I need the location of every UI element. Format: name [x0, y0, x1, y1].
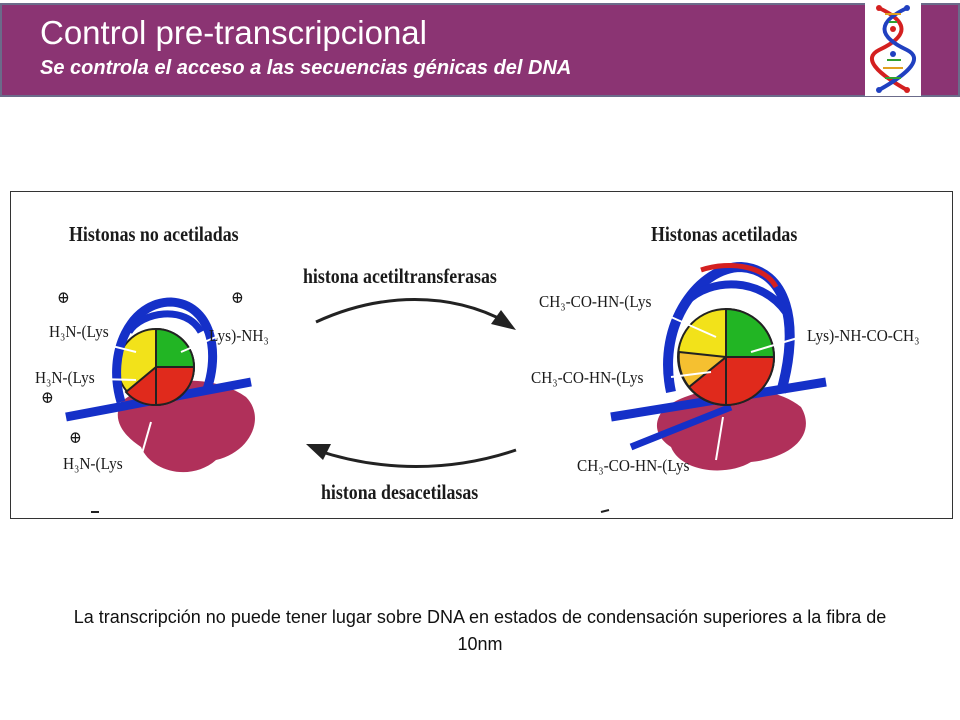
right-heading: Histonas acetiladas: [651, 222, 798, 246]
charge-symbol: ⊕: [57, 288, 70, 307]
non-acetylated-nucleosome: [65, 297, 255, 473]
right-label-bottom-left: CH₃-CO-HN-(Lys: [577, 456, 690, 475]
slide-title: Control pre-transcripcional: [40, 14, 427, 51]
acetylated-nucleosome: [610, 261, 827, 471]
charge-symbol: ⊕: [231, 288, 244, 307]
right-label-middle-left: CH₃-CO-HN-(Lys: [531, 368, 644, 387]
slide-caption: La transcripción no puede tener lugar so…: [73, 607, 887, 654]
right-label-top-left: CH₃-CO-HN-(Lys: [539, 292, 652, 311]
deacetylation-arrow: [306, 444, 517, 468]
left-label-middle-left: H₃N-(Lys: [35, 368, 95, 387]
left-label-top-left: H₃N-(Lys: [49, 322, 109, 341]
dna-double-helix-icon: [865, 2, 921, 96]
top-arrow-label: histona acetiltransferasas: [303, 264, 497, 288]
acetylation-arrow: [315, 298, 516, 330]
slide-header: Control pre-transcripcional Se controla …: [0, 3, 960, 97]
slide-subtitle: Se controla el acceso a las secuencias g…: [40, 57, 572, 79]
acetylation-figure: Histonas no acetiladas Histonas acetilad…: [10, 191, 953, 519]
left-label-bottom-left: H₃N-(Lys: [63, 454, 123, 473]
right-label-right: Lys)-NH-CO-CH₃: [807, 326, 920, 345]
bottom-arrow-label: histona desacetilasas: [321, 480, 479, 504]
charge-symbol: ⊕: [41, 388, 54, 407]
left-label-top-right: Lys)-NH₃: [209, 326, 269, 345]
charge-symbol: ⊕: [69, 428, 82, 447]
left-heading: Histonas no acetiladas: [69, 222, 239, 246]
